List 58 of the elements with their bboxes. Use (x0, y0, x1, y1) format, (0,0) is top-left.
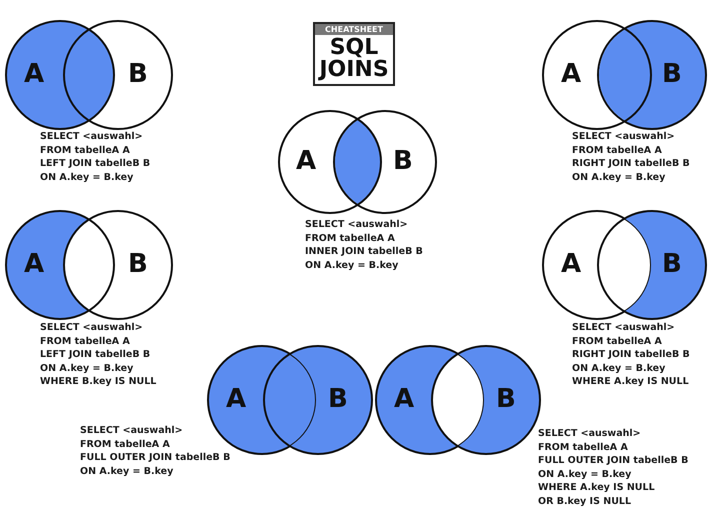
sql-code-line: ON A.key = B.key (572, 170, 666, 184)
sql-code-line: FULL OUTER JOIN tabelleB B (80, 451, 230, 464)
set-label: A (24, 61, 44, 87)
sql-code-line: SELECT <auswahl> (40, 321, 143, 334)
sql-code-line: FROM tabelleA A (40, 334, 130, 348)
set-label: B (128, 61, 148, 87)
sql-code-line: SELECT <auswahl> (305, 218, 408, 232)
badge-caption: CHEATSHEET (315, 24, 393, 35)
sql-code-line: WHERE A.key IS NULL (572, 375, 689, 388)
sql-code-line: FULL OUTER JOIN tabelleB B (538, 454, 688, 468)
sql-code-line: FROM tabelleA A (80, 438, 170, 451)
set-label: A (226, 386, 246, 412)
sql-code-line: ON A.key = B.key (40, 170, 134, 184)
set-label: A (296, 148, 316, 174)
venn-circle (63, 210, 173, 320)
venn-circle (5, 20, 115, 130)
sql-code-line: RIGHT JOIN tabelleB B (572, 157, 690, 170)
sql-code-line: RIGHT JOIN tabelleB B (572, 348, 690, 362)
sql-code-line: SELECT <auswahl> (80, 424, 183, 438)
sql-code-line: ON A.key = B.key (572, 362, 666, 375)
venn-circle (5, 210, 115, 320)
sql-code-line: SELECT <auswahl> (40, 130, 143, 144)
venn-circle (542, 210, 652, 320)
venn-circle (597, 210, 707, 320)
sql-code-line: LEFT JOIN tabelleB B (40, 157, 150, 170)
set-label: A (561, 251, 582, 277)
sql-code-line: WHERE A.key IS NULL (538, 481, 655, 494)
set-label: B (128, 251, 148, 277)
sql-code-line: FROM tabelleA A (40, 144, 130, 157)
set-label: B (496, 386, 516, 412)
sql-code-line: ON A.key = B.key (305, 258, 398, 272)
sql-code-line: FROM tabelleA A (305, 232, 395, 245)
set-label: B (662, 251, 682, 277)
set-label: B (662, 61, 682, 87)
sql-code-line: ON A.key = B.key (80, 464, 174, 478)
sql-code-line: LEFT JOIN tabelleB B (40, 348, 150, 362)
sql-code-line: WHERE B.key IS NULL (40, 375, 156, 388)
sql-code-line: SELECT <auswahl> (572, 321, 675, 334)
sql-code-line: FROM tabelleA A (538, 440, 628, 454)
venn-circle (333, 110, 437, 214)
venn-circle (263, 345, 373, 455)
venn-circle (63, 20, 173, 130)
set-label: A (394, 386, 414, 412)
sql-code-line: OR B.key IS NULL (538, 494, 632, 508)
sql-code-line: FROM tabelleA A (572, 144, 662, 157)
set-label: B (328, 386, 348, 412)
sql-code-line: FROM tabelleA A (572, 334, 662, 348)
title-text: SQL JOINS (319, 37, 389, 81)
set-label: A (561, 61, 582, 87)
sql-code-line: ON A.key = B.key (538, 468, 632, 481)
venn-circle (597, 20, 707, 130)
sql-code-line: INNER JOIN tabelleB B (305, 245, 423, 258)
venn-circle (278, 110, 382, 214)
sql-code-line: SELECT <auswahl> (572, 130, 675, 144)
set-label: B (393, 148, 413, 174)
sql-code-line: ON A.key = B.key (40, 362, 134, 375)
set-label: A (24, 251, 44, 277)
sql-code-line: SELECT <auswahl> (538, 427, 641, 440)
